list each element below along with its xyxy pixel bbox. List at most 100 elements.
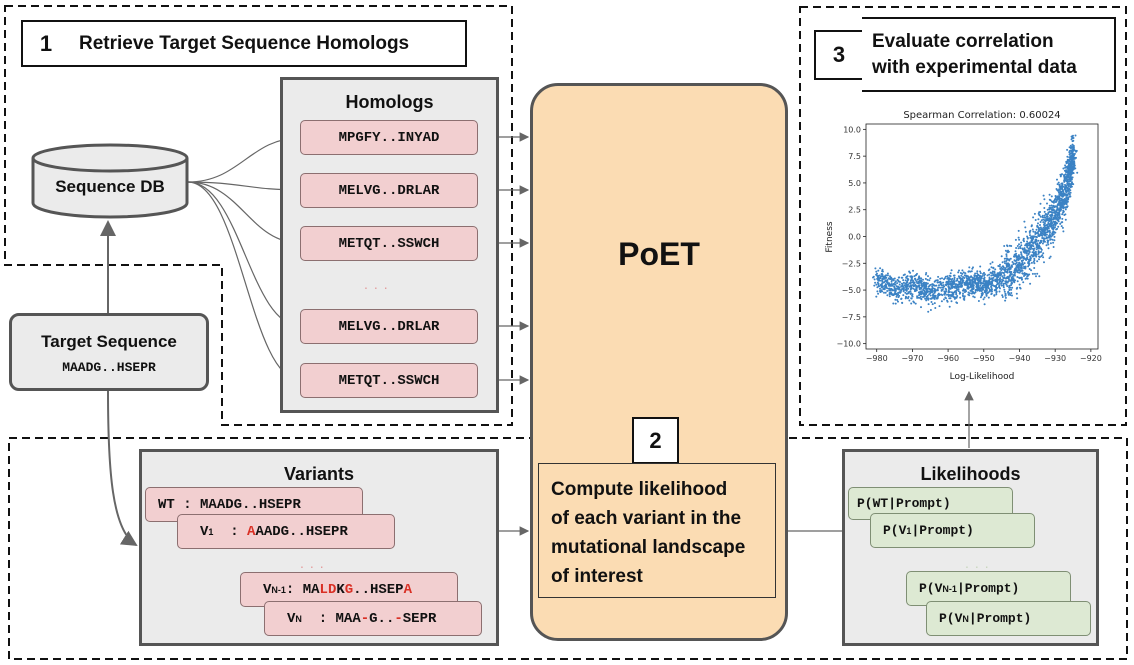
scatter-point bbox=[1066, 170, 1069, 173]
scatter-point bbox=[1018, 238, 1021, 241]
scatter-point bbox=[925, 293, 928, 296]
scatter-point bbox=[1071, 140, 1074, 143]
scatter-point bbox=[942, 281, 945, 284]
scatter-point bbox=[900, 288, 903, 291]
scatter-point bbox=[1051, 233, 1054, 236]
scatter-point bbox=[1073, 163, 1076, 166]
scatter-point bbox=[1071, 171, 1074, 174]
scatter-point bbox=[916, 295, 919, 298]
scatter-point bbox=[1065, 170, 1067, 173]
scatter-point bbox=[1031, 247, 1034, 250]
scatter-point bbox=[927, 303, 930, 306]
scatter-point bbox=[1044, 216, 1047, 219]
scatter-point bbox=[1069, 186, 1072, 189]
scatter-point bbox=[936, 289, 939, 292]
scatter-point bbox=[991, 261, 994, 264]
scatter-point bbox=[1069, 167, 1072, 170]
variant-vn-1-name: V bbox=[263, 581, 272, 598]
scatter-point bbox=[1049, 238, 1052, 241]
scatter-point bbox=[1063, 192, 1066, 195]
homologs-ellipsis: ... bbox=[364, 276, 394, 292]
scatter-point bbox=[999, 263, 1001, 266]
x-tick-label: −920 bbox=[1080, 354, 1102, 363]
scatter-point bbox=[1044, 240, 1046, 243]
scatter-point bbox=[936, 297, 938, 300]
plot-frame bbox=[865, 123, 1099, 350]
scatter-point bbox=[1042, 230, 1045, 233]
scatter-point bbox=[1018, 271, 1020, 274]
scatter-point bbox=[1059, 194, 1062, 197]
variant-vn-1-sep: : bbox=[285, 581, 303, 598]
scatter-point bbox=[1019, 286, 1021, 289]
scatter-point bbox=[1016, 256, 1018, 259]
scatter-point bbox=[972, 295, 975, 298]
variant-v1-sub: 1 bbox=[208, 526, 214, 537]
scatter-point bbox=[916, 272, 918, 275]
variant-vn-1-sub: N-1 bbox=[271, 584, 286, 595]
scatter-point bbox=[908, 299, 911, 302]
scatter-point bbox=[974, 272, 977, 275]
scatter-point bbox=[1029, 244, 1032, 247]
scatter-point bbox=[912, 287, 915, 290]
variant-wt-name: WT bbox=[158, 496, 175, 513]
x-tick-label: −940 bbox=[1008, 354, 1030, 363]
scatter-point bbox=[917, 285, 920, 288]
scatter-point bbox=[1034, 219, 1037, 221]
scatter-point bbox=[974, 288, 977, 291]
scatter-point bbox=[925, 288, 928, 291]
scatter-point bbox=[1060, 225, 1063, 228]
scatter-point bbox=[1042, 252, 1045, 255]
scatter-point bbox=[1066, 186, 1069, 189]
step3-region bbox=[799, 6, 1127, 426]
scatter-point bbox=[941, 288, 944, 291]
scatter-point bbox=[1014, 271, 1017, 273]
scatter-point bbox=[1024, 277, 1027, 280]
scatter-point bbox=[970, 283, 973, 286]
scatter-point bbox=[1046, 229, 1049, 231]
scatter-point bbox=[947, 290, 950, 293]
scatter-point bbox=[1066, 176, 1069, 179]
scatter-point bbox=[872, 276, 874, 279]
scatter-point bbox=[1015, 247, 1018, 249]
scatter-point bbox=[986, 281, 989, 284]
scatter-point bbox=[951, 292, 954, 295]
scatter-point bbox=[922, 288, 925, 291]
scatter-point bbox=[911, 281, 914, 284]
scatter-point bbox=[1037, 250, 1040, 253]
scatter-point bbox=[1033, 259, 1036, 262]
scatter-point bbox=[934, 307, 937, 309]
scatter-point bbox=[1046, 236, 1049, 239]
scatter-point bbox=[875, 283, 878, 286]
scatter-point bbox=[1018, 283, 1021, 286]
scatter-point bbox=[1033, 212, 1036, 215]
scatter-point bbox=[1003, 272, 1005, 274]
scatter-point bbox=[1052, 220, 1055, 223]
scatter-point bbox=[1066, 183, 1069, 186]
scatter-point bbox=[1052, 246, 1055, 248]
scatter-point bbox=[910, 297, 913, 300]
scatter-point bbox=[1062, 194, 1065, 197]
scatter-point bbox=[993, 289, 996, 292]
scatter-point bbox=[896, 282, 899, 285]
scatter-point bbox=[1020, 260, 1023, 262]
likelihood-suffix: |Prompt) bbox=[968, 611, 1032, 626]
scatter-point bbox=[955, 283, 958, 286]
step1-number: 1 bbox=[21, 20, 71, 67]
scatter-point bbox=[1038, 214, 1041, 216]
scatter-point bbox=[937, 275, 940, 278]
x-tick-label: −930 bbox=[1044, 354, 1066, 363]
scatter-point bbox=[1060, 198, 1063, 201]
target-sequence-title: Target Sequence bbox=[41, 332, 177, 351]
scatter-point bbox=[915, 286, 918, 289]
scatter-point bbox=[1017, 254, 1020, 257]
scatter-point bbox=[1066, 155, 1069, 158]
scatter-point bbox=[1057, 225, 1060, 228]
scatter-point bbox=[963, 281, 966, 284]
scatter-point bbox=[1028, 268, 1031, 270]
scatter-point bbox=[1017, 255, 1020, 258]
scatter-point bbox=[1030, 269, 1033, 272]
scatter-point bbox=[1002, 265, 1005, 268]
scatter-point bbox=[988, 278, 991, 281]
scatter-point bbox=[955, 289, 958, 292]
scatter-point bbox=[1008, 292, 1011, 295]
